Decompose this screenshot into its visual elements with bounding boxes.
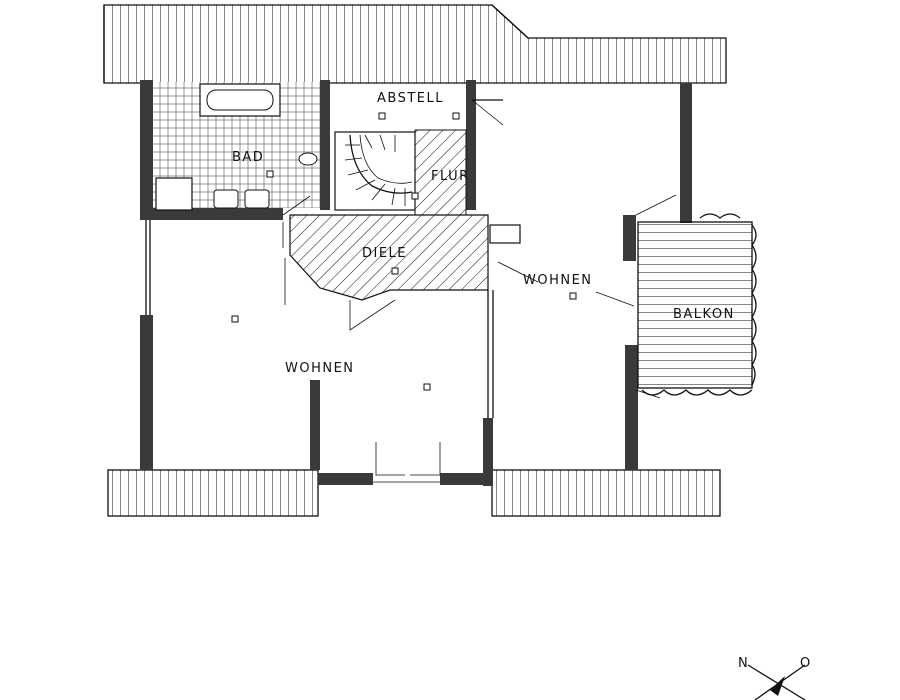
washbasins [213, 189, 270, 209]
room-label-diele: DIELE [362, 246, 407, 261]
walls [140, 80, 692, 486]
roof-bottom-right [491, 469, 721, 517]
compass-rose: N O [738, 656, 812, 700]
room-label-balkon: BALKON [673, 307, 735, 322]
compass-north-label: N [738, 656, 749, 671]
roof-top [103, 4, 727, 84]
shower-tray [155, 177, 193, 211]
room-label-abstell: ABSTELL [377, 91, 444, 106]
toilet [298, 152, 318, 166]
hatched-circulation [289, 129, 489, 301]
room-label-bad: BAD [232, 150, 264, 165]
room-label-flur: FLUR [431, 169, 470, 184]
room-label-wohnen-main: WOHNEN [285, 361, 355, 376]
door-swings [282, 99, 677, 483]
kitchen-unit [489, 224, 521, 244]
compass-east-label: O [800, 656, 812, 671]
roof-bottom-left [107, 469, 319, 517]
balcony [637, 213, 757, 396]
room-label-wohnen-right: WOHNEN [523, 273, 593, 288]
room-markers [231, 112, 577, 391]
staircase [334, 131, 416, 211]
bathtub [199, 83, 281, 117]
